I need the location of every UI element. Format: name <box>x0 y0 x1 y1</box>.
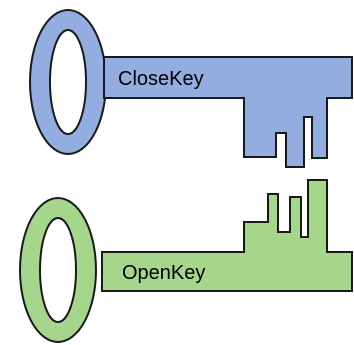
open-key-label: OpenKey <box>122 262 205 284</box>
close-key: CloseKey <box>29 8 353 168</box>
close-key-blade <box>103 56 353 168</box>
open-key: OpenKey <box>19 179 353 344</box>
open-key-bow <box>19 196 97 344</box>
close-key-bow <box>29 8 107 156</box>
open-key-blade <box>101 179 353 292</box>
close-key-label: CloseKey <box>118 68 204 90</box>
